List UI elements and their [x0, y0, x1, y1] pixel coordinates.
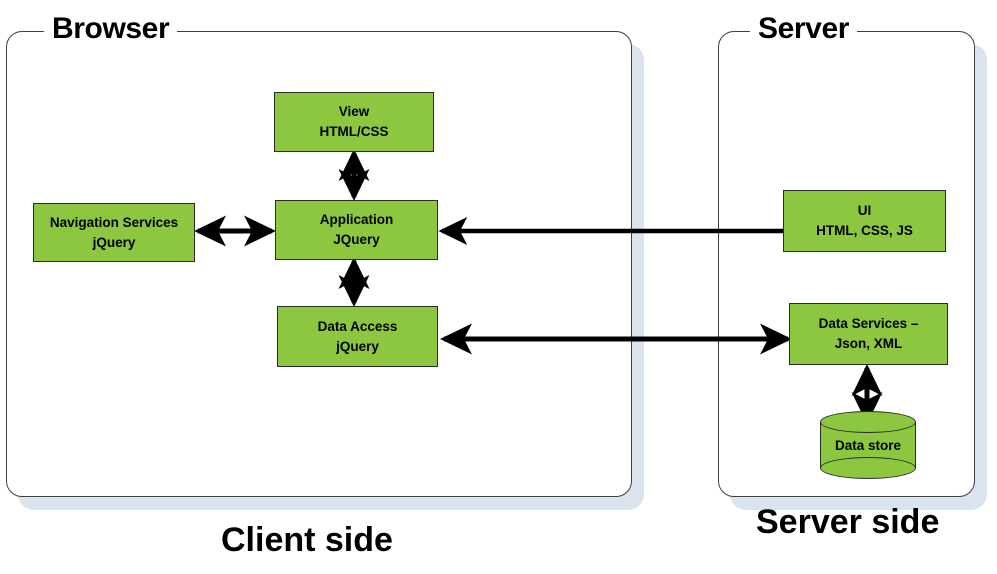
node-view-line2: HTML/CSS	[319, 124, 389, 139]
node-data-access-line2: jQuery	[336, 338, 379, 354]
node-application-line1: Application	[319, 212, 394, 228]
node-navigation-services[interactable]: Navigation Services jQuery	[33, 203, 195, 262]
node-ui-line1: UI	[857, 203, 872, 219]
server-panel-label: Server	[750, 14, 858, 44]
node-data-services-line1: Data Services –	[818, 316, 919, 332]
node-data-access[interactable]: Data Access jQuery	[277, 306, 438, 367]
node-data-services[interactable]: Data Services – Json, XML	[789, 303, 948, 365]
server-side-caption: Server side	[756, 503, 940, 541]
node-data-services-line2: Json, XML	[834, 336, 903, 351]
node-data-access-line1: Data Access	[317, 318, 398, 334]
node-ui-line2: HTML, CSS, JS	[816, 223, 913, 238]
node-data-store[interactable]: Data store	[820, 411, 916, 479]
browser-panel-label: Browser	[44, 14, 178, 44]
data-store-top-ellipse	[820, 411, 916, 433]
node-navigation-services-line1: Navigation Services	[49, 214, 179, 230]
node-view[interactable]: View HTML/CSS	[274, 92, 434, 152]
node-view-line1: View	[338, 104, 370, 120]
node-navigation-services-line2: jQuery	[92, 234, 136, 250]
data-store-bottom-ellipse	[820, 457, 916, 479]
node-ui[interactable]: UI HTML, CSS, JS	[783, 190, 946, 252]
node-data-store-label: Data store	[834, 437, 902, 453]
client-side-caption: Client side	[221, 521, 393, 559]
node-application-line2: JQuery	[333, 232, 380, 247]
node-application[interactable]: Application JQuery	[275, 200, 438, 260]
